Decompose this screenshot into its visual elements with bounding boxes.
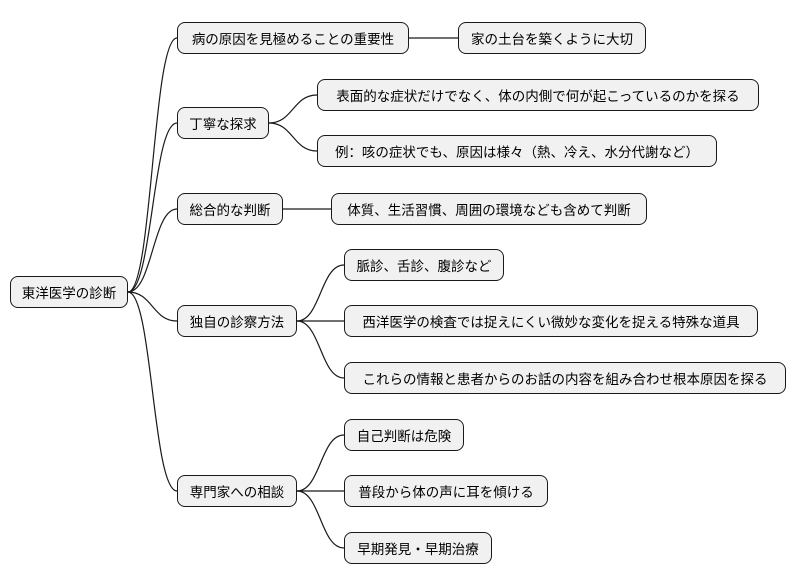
leaf-label: 家の土台を築くように大切 xyxy=(471,32,633,48)
connector-line xyxy=(127,122,178,293)
branch-node-examination-methods: 独自の診察方法 xyxy=(177,305,297,337)
leaf-label: 脈診、舌診、腹診など xyxy=(356,259,492,275)
connector-line xyxy=(296,264,345,322)
leaf-label: これらの情報と患者からのお話の内容を組み合わせ根本原因を探る xyxy=(362,372,768,388)
connector-line xyxy=(127,291,178,492)
branch-label: 病の原因を見極めることの重要性 xyxy=(191,32,395,48)
leaf-node-special-tools: 西洋医学の検査では捉えにくい微妙な変化を捉える特殊な道具 xyxy=(344,305,758,337)
leaf-node-foundation: 家の土台を築くように大切 xyxy=(458,22,646,54)
leaf-node-inner-body: 表面的な症状だけでなく、体の内側で何が起こっているのかを探る xyxy=(317,79,759,111)
connector-line xyxy=(268,122,318,152)
branch-node-importance: 病の原因を見極めることの重要性 xyxy=(177,22,409,54)
connector-line xyxy=(296,434,345,492)
branch-label: 独自の診察方法 xyxy=(189,315,285,331)
leaf-node-pulse-tongue-abdomen: 脈診、舌診、腹診など xyxy=(344,249,504,281)
leaf-label: 例：咳の症状でも、原因は様々（熱、冷え、水分代謝など） xyxy=(334,145,700,161)
leaf-node-root-cause: これらの情報と患者からのお話の内容を組み合わせ根本原因を探る xyxy=(344,362,786,394)
leaf-node-listen-body: 普段から体の声に耳を傾ける xyxy=(344,475,548,507)
root-node: 東洋医学の診断 xyxy=(10,276,128,308)
leaf-label: 早期発見・早期治療 xyxy=(357,542,479,558)
branch-node-consult-expert: 専門家への相談 xyxy=(177,475,297,507)
leaf-label: 体質、生活習慣、周囲の環境なども含めて判断 xyxy=(347,203,631,219)
connector-line xyxy=(127,208,178,293)
connector-line xyxy=(127,291,178,322)
connector-line xyxy=(127,37,178,293)
connector-line xyxy=(268,94,318,124)
leaf-label: 自己判断は危険 xyxy=(356,429,452,445)
branch-label: 専門家への相談 xyxy=(189,485,285,501)
branch-node-careful-inquiry: 丁寧な探求 xyxy=(177,107,269,139)
connector-line xyxy=(296,320,345,379)
branch-label: 丁寧な探求 xyxy=(189,117,257,133)
leaf-node-early-detection: 早期発見・早期治療 xyxy=(344,532,492,564)
leaf-label: 普段から体の声に耳を傾ける xyxy=(358,485,534,501)
leaf-node-cough-example: 例：咳の症状でも、原因は様々（熱、冷え、水分代謝など） xyxy=(317,135,717,167)
branch-node-comprehensive-judgement: 総合的な判断 xyxy=(177,193,283,225)
root-label: 東洋医学の診断 xyxy=(21,286,117,302)
leaf-label: 西洋医学の検査では捉えにくい微妙な変化を捉える特殊な道具 xyxy=(362,315,740,331)
connector-line xyxy=(296,490,345,549)
branch-label: 総合的な判断 xyxy=(189,203,271,219)
leaf-node-constitution: 体質、生活習慣、周囲の環境なども含めて判断 xyxy=(331,193,647,225)
leaf-label: 表面的な症状だけでなく、体の内側で何が起こっているのかを探る xyxy=(336,89,740,105)
leaf-node-self-diagnosis-danger: 自己判断は危険 xyxy=(344,419,464,451)
